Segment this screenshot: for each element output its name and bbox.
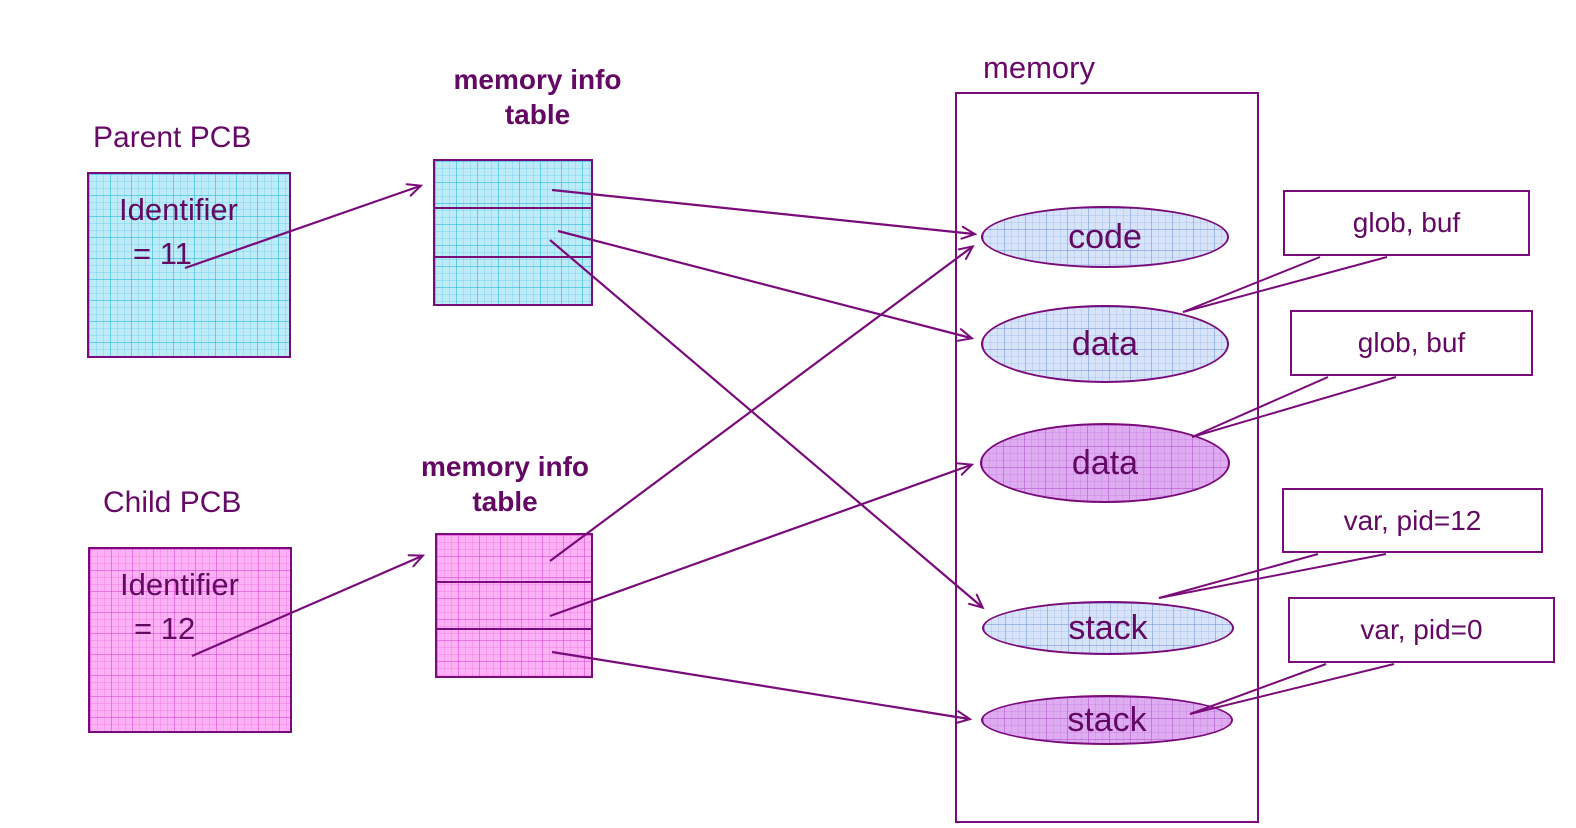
child-table-title-line2: table [472, 486, 538, 517]
memory-label: memory [983, 50, 1095, 85]
parent-data-segment: data [981, 305, 1229, 383]
parent-table-title-line1: memory info [453, 64, 622, 95]
callout-var-pid0-label: var, pid=0 [1360, 614, 1483, 645]
code-segment-label: code [1068, 217, 1142, 256]
arrow-parent-row2-to-data-blue [557, 229, 975, 342]
parent-identifier-line2: = 11 [133, 236, 192, 271]
child-table-row-2 [437, 580, 591, 629]
child-stack-segment: stack [981, 695, 1233, 745]
callout-glob-buf-parent: glob, buf [1283, 190, 1530, 256]
child-data-segment: data [980, 423, 1230, 503]
parent-memory-info-table-title: memory info table [415, 62, 660, 132]
callout-glob-buf-parent-label: glob, buf [1352, 207, 1461, 238]
child-identifier-line2: = 12 [134, 611, 196, 646]
parent-identifier-line1: Identifier [119, 192, 238, 227]
parent-pcb-label: Parent PCB [93, 121, 252, 154]
arrow-parent-row2-to-stack-blue [549, 239, 985, 610]
parent-stack-segment: stack [982, 601, 1234, 655]
callout-glob-buf-child-label: glob, buf [1357, 327, 1466, 358]
code-segment: code [981, 206, 1229, 268]
child-stack-segment-label: stack [1067, 700, 1147, 739]
child-table-row-1 [437, 535, 591, 581]
callout-var-pid12: var, pid=12 [1282, 488, 1543, 553]
arrow-parent-row1-to-code [551, 188, 978, 240]
parent-stack-segment-label: stack [1068, 608, 1148, 647]
parent-table-row-1 [435, 161, 591, 207]
parent-pcb-box: Identifier = 11 [87, 172, 291, 358]
callout-glob-buf-child: glob, buf [1290, 310, 1533, 376]
parent-table-row-2 [435, 207, 591, 255]
child-table-row-3 [437, 628, 591, 676]
callout-var-pid0: var, pid=0 [1288, 597, 1555, 663]
parent-data-segment-label: data [1071, 324, 1139, 363]
parent-memory-info-table [433, 159, 593, 306]
child-memory-info-table-title: memory info table [390, 449, 620, 519]
arrow-child-row3-to-stack-violet [551, 650, 973, 725]
parent-table-title-line2: table [504, 99, 571, 130]
callout-var-pid12-label: var, pid=12 [1343, 504, 1482, 536]
parent-table-row-3 [435, 255, 591, 304]
child-pcb-box: Identifier = 12 [88, 547, 292, 733]
child-pcb-label: Child PCB [103, 486, 242, 519]
child-memory-info-table [435, 533, 593, 678]
child-data-segment-label: data [1071, 443, 1139, 482]
child-table-title-line1: memory info [420, 451, 590, 482]
child-identifier-line1: Identifier [120, 567, 239, 602]
